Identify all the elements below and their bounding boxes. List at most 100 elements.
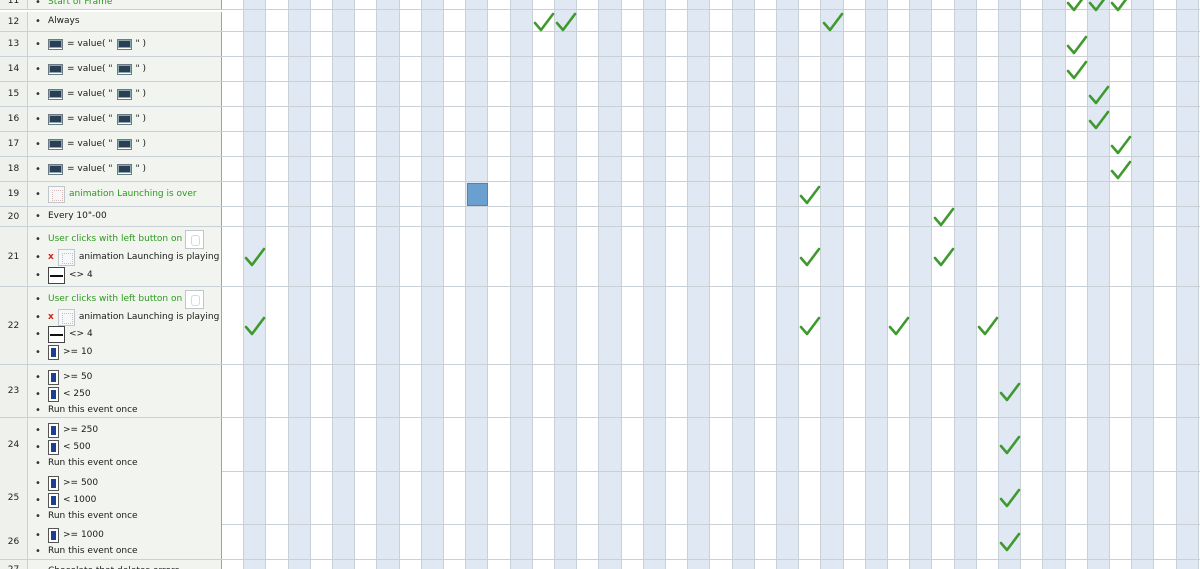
grid-column[interactable] (622, 0, 644, 569)
event-conditions[interactable]: •animation Launching is over (28, 182, 222, 206)
event-row[interactable]: 25•>= 500•< 1000•Run this event once (0, 471, 1200, 525)
check-icon[interactable] (533, 12, 555, 32)
grid-column[interactable] (555, 0, 578, 569)
check-icon[interactable] (999, 532, 1021, 552)
event-row[interactable]: 15•= value( "" ) (0, 82, 1200, 107)
grid-column[interactable] (377, 0, 400, 569)
condition-line[interactable]: •>= 1000 (28, 526, 104, 544)
condition-line[interactable]: •<> 4 (28, 325, 93, 343)
check-icon[interactable] (888, 316, 910, 336)
check-icon[interactable] (1110, 160, 1132, 180)
event-conditions[interactable]: •= value( "" ) (28, 82, 222, 106)
grid-column[interactable] (288, 0, 311, 569)
check-icon[interactable] (822, 12, 844, 32)
condition-line[interactable]: •Run this event once (28, 507, 138, 525)
check-icon[interactable] (999, 488, 1021, 508)
grid-column[interactable] (311, 0, 333, 569)
event-conditions[interactable]: •= value( "" ) (28, 107, 222, 131)
event-row[interactable]: 19•animation Launching is over (0, 182, 1200, 207)
check-icon[interactable] (1088, 85, 1110, 105)
event-row[interactable]: 11•Start of Frame (0, 0, 1200, 12)
grid-column[interactable] (932, 0, 955, 569)
condition-line[interactable]: •= value( "" ) (28, 60, 146, 78)
condition-line[interactable]: •< 1000 (28, 491, 96, 509)
selected-cell[interactable] (467, 183, 489, 206)
check-icon[interactable] (999, 435, 1021, 455)
check-icon[interactable] (999, 382, 1021, 402)
grid-column[interactable] (1110, 0, 1133, 569)
condition-line[interactable]: •= value( "" ) (28, 110, 146, 128)
grid-column[interactable] (821, 0, 844, 569)
grid-column[interactable] (865, 0, 888, 569)
event-row[interactable]: 24•>= 250•< 500•Run this event once (0, 418, 1200, 472)
grid-column[interactable] (954, 0, 977, 569)
event-row[interactable]: 18•= value( "" ) (0, 157, 1200, 182)
condition-line[interactable]: •Run this event once (28, 542, 138, 560)
event-conditions[interactable]: •Every 10"-00 (28, 207, 222, 226)
grid-column[interactable] (888, 0, 911, 569)
grid-column[interactable] (666, 0, 689, 569)
grid-column[interactable] (999, 0, 1022, 569)
grid-column[interactable] (1087, 0, 1110, 569)
condition-line[interactable]: •< 250 (28, 385, 91, 403)
grid-column[interactable] (799, 0, 822, 569)
check-icon[interactable] (799, 247, 821, 267)
grid-column[interactable] (222, 0, 245, 569)
condition-line[interactable]: •>= 10 (28, 343, 92, 361)
condition-line[interactable]: •= value( "" ) (28, 85, 146, 103)
event-row[interactable]: 14•= value( "" ) (0, 57, 1200, 82)
check-icon[interactable] (555, 12, 577, 32)
grid-column[interactable] (977, 0, 999, 569)
event-conditions[interactable]: •>= 1000•Run this event once (28, 524, 222, 559)
grid-column[interactable] (577, 0, 600, 569)
condition-line[interactable]: •User clicks with left button on (28, 289, 208, 309)
condition-line[interactable]: •User clicks with left button on (28, 229, 208, 249)
check-icon[interactable] (1066, 35, 1088, 55)
condition-line[interactable]: •Chocolate that deletes errors (28, 562, 179, 569)
check-icon[interactable] (1110, 135, 1132, 155)
condition-line[interactable]: •>= 250 (28, 421, 98, 439)
check-icon[interactable] (933, 247, 955, 267)
grid-column[interactable] (533, 0, 555, 569)
condition-line[interactable]: •< 500 (28, 438, 91, 456)
condition-line[interactable]: •>= 500 (28, 474, 98, 492)
condition-line[interactable]: •= value( "" ) (28, 35, 146, 53)
condition-line[interactable]: •<> 4 (28, 266, 93, 284)
grid-column[interactable] (1021, 0, 1044, 569)
check-icon[interactable] (244, 316, 266, 336)
check-icon[interactable] (933, 207, 955, 227)
grid-column[interactable] (266, 0, 289, 569)
check-icon[interactable] (244, 247, 266, 267)
condition-line[interactable]: •Run this event once (28, 454, 138, 472)
event-conditions[interactable]: •Chocolate that deletes errors (28, 560, 222, 569)
grid-column[interactable] (643, 0, 666, 569)
grid-column[interactable] (333, 0, 356, 569)
event-conditions[interactable]: •= value( "" ) (28, 132, 222, 156)
event-row[interactable]: 17•= value( "" ) (0, 132, 1200, 157)
grid-column[interactable] (355, 0, 378, 569)
event-conditions[interactable]: •Start of Frame (28, 0, 222, 9)
event-row[interactable]: 12•Always (0, 12, 1200, 32)
event-conditions[interactable]: •Always (28, 12, 222, 31)
check-icon[interactable] (1066, 0, 1088, 12)
check-icon[interactable] (1110, 0, 1132, 12)
check-icon[interactable] (799, 316, 821, 336)
condition-line[interactable]: •= value( "" ) (28, 160, 146, 178)
grid-column[interactable] (488, 0, 511, 569)
grid-column[interactable] (1066, 0, 1088, 569)
event-conditions[interactable]: •= value( "" ) (28, 32, 222, 56)
grid-column[interactable] (755, 0, 777, 569)
condition-line[interactable]: •= value( "" ) (28, 135, 146, 153)
event-row[interactable]: 13•= value( "" ) (0, 32, 1200, 57)
check-icon[interactable] (1088, 110, 1110, 130)
event-row[interactable]: 26•>= 1000•Run this event once (0, 524, 1200, 560)
event-row[interactable]: 16•= value( "" ) (0, 107, 1200, 132)
condition-line[interactable]: •animation Launching is over (28, 185, 197, 203)
grid-column[interactable] (844, 0, 866, 569)
condition-line[interactable]: •Start of Frame (28, 0, 112, 11)
